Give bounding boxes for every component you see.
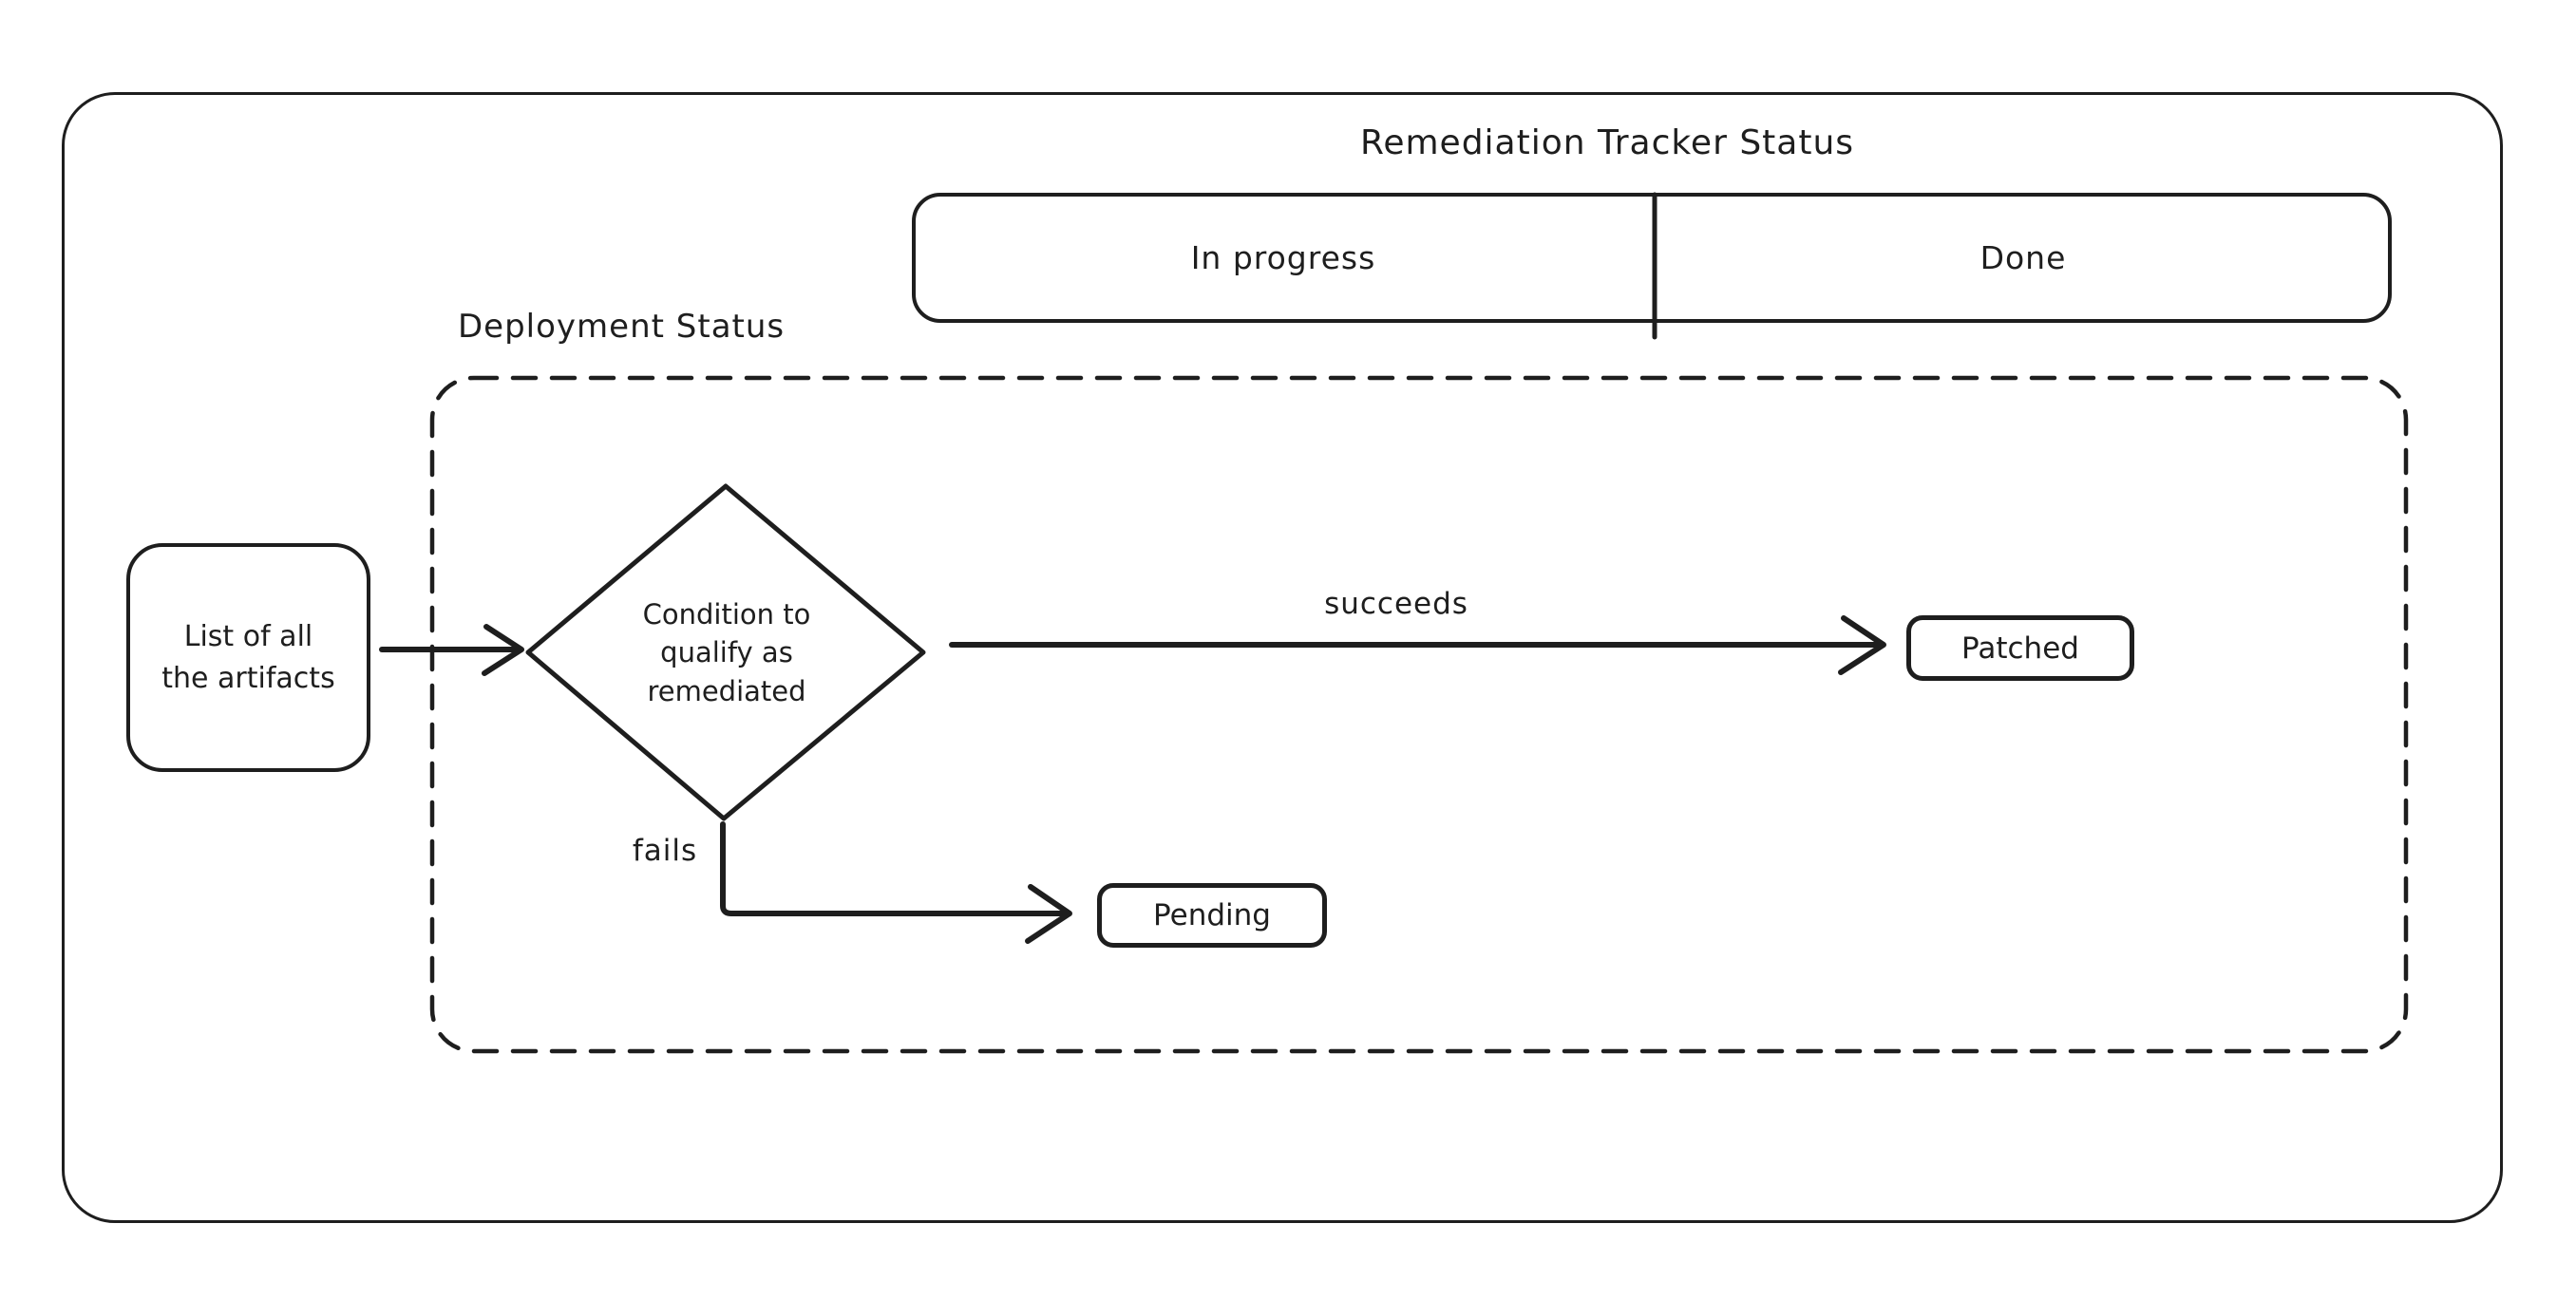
tracker-cell-done: Done [1979, 239, 2067, 276]
node-artifacts: List of all the artifacts [126, 543, 370, 772]
succeeds-edge-label: succeeds [1324, 587, 1468, 621]
outer-frame [62, 92, 2503, 1223]
tracker-cell-in-progress: In progress [1190, 239, 1376, 276]
deployment-status-label: Deployment Status [458, 308, 786, 346]
node-condition-label: Condition to qualify as remediated [642, 597, 811, 707]
tracker-status-bar [912, 193, 2392, 323]
node-patched: Patched [1906, 615, 2134, 681]
tracker-title: Remediation Tracker Status [1359, 123, 1855, 162]
node-pending: Pending [1097, 883, 1327, 948]
fails-edge-label: fails [632, 834, 698, 868]
